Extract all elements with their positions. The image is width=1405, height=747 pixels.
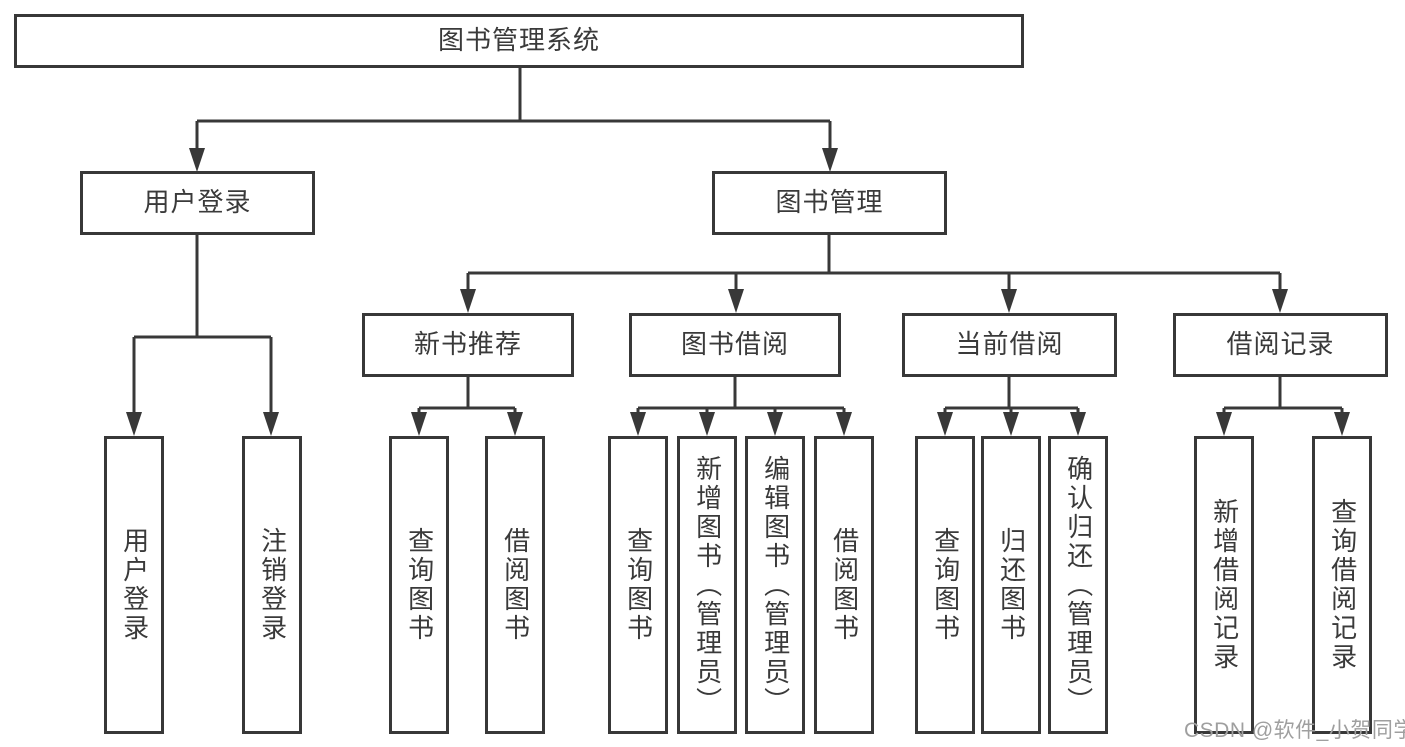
leaf-query-books-borrow: 查询图书 — [608, 436, 668, 734]
leaf-edit-books-admin: 编辑图书（管理员） — [745, 436, 805, 734]
leaf-query-borrow-record: 查询借阅记录 — [1312, 436, 1372, 734]
leaf-logout: 注销登录 — [242, 436, 302, 734]
leaf-label: 查询图书 — [404, 527, 435, 643]
node-new-book-recommend-label: 新书推荐 — [413, 329, 522, 360]
leaf-label: 用户登录 — [119, 527, 150, 643]
leaf-return-books: 归还图书 — [981, 436, 1041, 734]
node-book-management-label: 图书管理 — [775, 187, 884, 218]
node-borrow-records: 借阅记录 — [1173, 313, 1388, 377]
leaf-borrow-books-recommend: 借阅图书 — [485, 436, 545, 734]
leaf-user-login: 用户登录 — [104, 436, 164, 734]
csdn-watermark: CSDN @软件_小贺同学 — [1184, 719, 1405, 742]
node-root-system: 图书管理系统 — [14, 14, 1024, 68]
leaf-borrow-books: 借阅图书 — [814, 436, 874, 734]
node-book-borrow-label: 图书借阅 — [680, 329, 789, 360]
node-user-login-label: 用户登录 — [143, 187, 252, 218]
node-book-management: 图书管理 — [712, 171, 947, 235]
node-current-borrow-label: 当前借阅 — [955, 329, 1064, 360]
leaf-add-borrow-record: 新增借阅记录 — [1194, 436, 1254, 734]
leaf-label: 注销登录 — [257, 527, 288, 643]
leaf-label: 新增图书（管理员） — [692, 454, 723, 716]
leaf-label: 借阅图书 — [500, 527, 531, 643]
leaf-label: 查询图书 — [930, 527, 961, 643]
leaf-add-books-admin: 新增图书（管理员） — [677, 436, 737, 734]
leaf-label: 编辑图书（管理员） — [760, 454, 791, 716]
leaf-label: 查询借阅记录 — [1327, 498, 1358, 672]
leaf-label: 借阅图书 — [829, 527, 860, 643]
leaf-label: 归还图书 — [996, 527, 1027, 643]
node-root-label: 图书管理系统 — [437, 25, 600, 56]
node-book-borrow: 图书借阅 — [629, 313, 841, 377]
leaf-label: 新增借阅记录 — [1209, 498, 1240, 672]
leaf-label: 查询图书 — [623, 527, 654, 643]
leaf-confirm-return-admin: 确认归还（管理员） — [1048, 436, 1108, 734]
arrowheads — [126, 148, 1350, 436]
leaf-label: 确认归还（管理员） — [1063, 454, 1094, 716]
node-current-borrow: 当前借阅 — [902, 313, 1117, 377]
node-borrow-records-label: 借阅记录 — [1226, 329, 1335, 360]
node-new-book-recommend: 新书推荐 — [362, 313, 574, 377]
node-user-login: 用户登录 — [80, 171, 315, 235]
leaf-query-books-current: 查询图书 — [915, 436, 975, 734]
leaf-query-books-recommend: 查询图书 — [389, 436, 449, 734]
